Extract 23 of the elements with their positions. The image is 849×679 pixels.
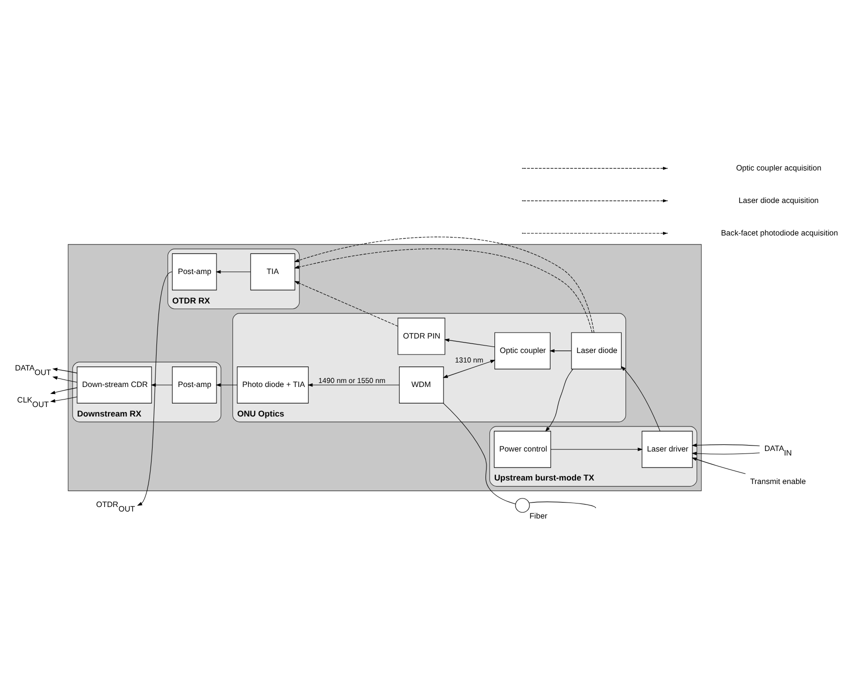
arrow: [52, 376, 78, 383]
connector: [443, 403, 516, 504]
arrow: [692, 458, 746, 474]
arrow: [442, 360, 496, 378]
arrow: [550, 448, 643, 452]
arrow: [692, 452, 760, 456]
cluster: [68, 244, 702, 492]
arrow: [52, 368, 78, 374]
arrow: [294, 281, 398, 326]
node-circle: [515, 498, 530, 513]
arrow: [545, 368, 574, 432]
arrow: [620, 366, 660, 432]
arrow: [549, 349, 572, 353]
arrow: [444, 338, 495, 348]
arrow: [308, 383, 400, 387]
connector: [528, 502, 596, 508]
arrow: [50, 387, 78, 394]
arrow: [692, 443, 760, 447]
arrow: [216, 383, 238, 387]
arrow: [137, 272, 172, 506]
arrow: [216, 270, 251, 274]
arrow: [50, 396, 78, 403]
arrow: [150, 383, 173, 387]
